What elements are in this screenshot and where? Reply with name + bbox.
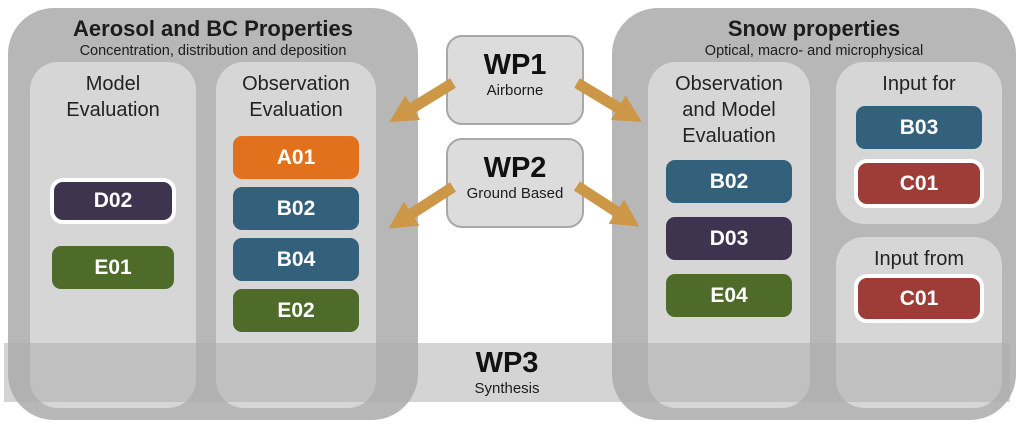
- aerosol-panel-title: Aerosol and BC Properties: [73, 16, 353, 41]
- observation-and-model-evaluation-title: Observation and Model Evaluation: [675, 73, 783, 147]
- badge-c01-input-from: C01: [854, 274, 984, 323]
- wp3-subtitle: Synthesis: [474, 379, 540, 397]
- wp2-label: WP2: [483, 152, 547, 184]
- snow-panel-subtitle: Optical, macro- and microphysical: [704, 43, 924, 60]
- badge-b04: B04: [233, 238, 359, 281]
- badge-d02: D02: [50, 178, 176, 224]
- wp2-box: WP2 Ground Based: [446, 138, 584, 228]
- badge-b02-left: B02: [233, 187, 359, 230]
- wp1-subtitle: Airborne: [486, 81, 544, 99]
- wp1-box: WP1 Airborne: [446, 35, 584, 125]
- badge-a01: A01: [233, 136, 359, 179]
- aerosol-bc-panel: Aerosol and BC Properties Concentration,…: [8, 8, 418, 420]
- wp3-label: WP3: [475, 347, 539, 379]
- wp3-synthesis-band: WP3 Synthesis: [4, 343, 1010, 402]
- input-for-title: Input for: [882, 73, 956, 95]
- model-evaluation-title: Model Evaluation: [66, 73, 160, 121]
- observation-evaluation-title: Observation Evaluation: [242, 73, 350, 121]
- badge-b03: B03: [856, 106, 982, 149]
- badge-e02: E02: [233, 289, 359, 332]
- wp1-label: WP1: [483, 49, 547, 81]
- wp2-subtitle: Ground Based: [466, 184, 564, 202]
- badge-e04: E04: [666, 274, 792, 317]
- input-from-title: Input from: [873, 248, 965, 270]
- badge-b02-right: B02: [666, 160, 792, 203]
- input-for-group: Input for B03 C01: [836, 62, 1002, 224]
- badge-d03: D03: [666, 217, 792, 260]
- snow-panel-title: Snow properties: [727, 16, 901, 41]
- aerosol-panel-subtitle: Concentration, distribution and depositi…: [79, 43, 347, 60]
- badge-c01-input-for: C01: [854, 159, 984, 208]
- badge-e01: E01: [52, 246, 174, 289]
